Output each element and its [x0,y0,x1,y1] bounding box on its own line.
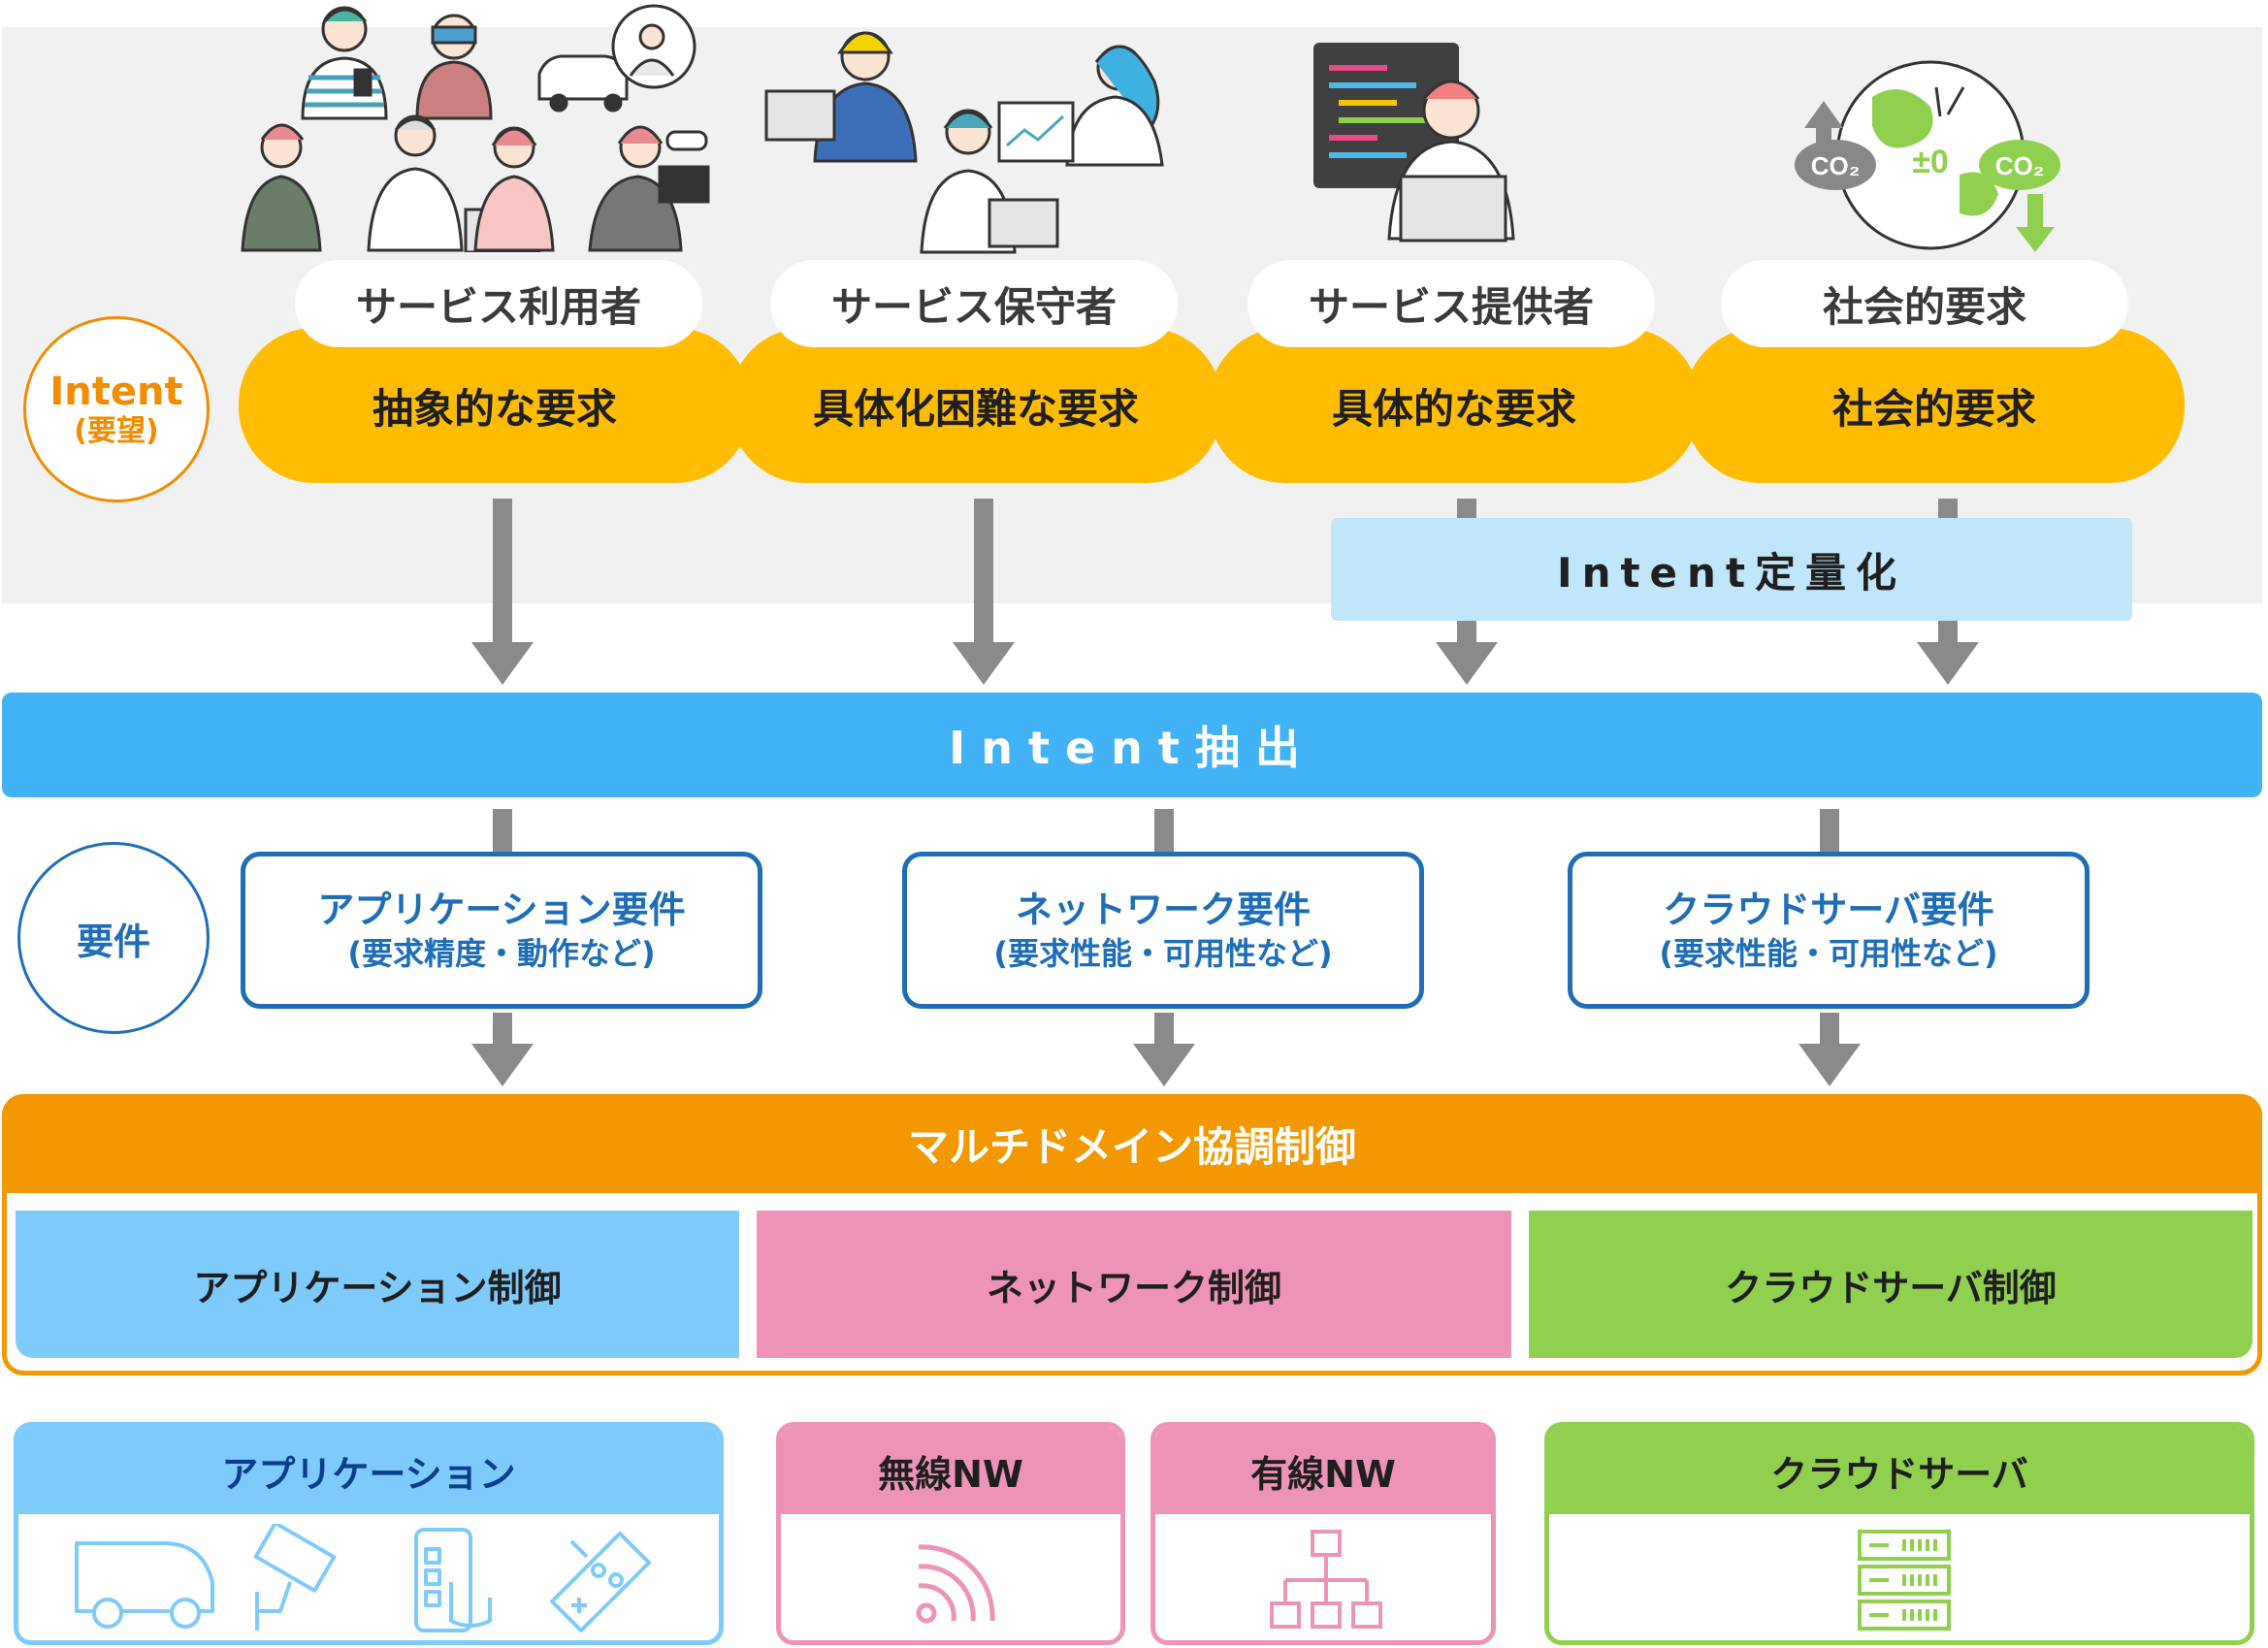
resource-panel-cloud: クラウドサーバ [1544,1422,2254,1645]
requirement-box-application: アプリケーション要件 (要求精度・動作など) [241,852,762,1009]
arrow-stem [493,1013,512,1046]
requirement-detail: (要求性能・可用性など) [1659,935,1998,972]
co2-right-label: CO₂ [1995,151,2045,180]
arrow-head [1798,1044,1861,1086]
request-label: 抽象的な要求 [372,384,617,433]
co2-balance-label: ±0 [1912,144,1949,180]
application-icon-row [75,1524,651,1632]
arrow-stem [974,499,993,644]
arrow-head [1917,642,1979,685]
people-devices-illustration [241,4,710,252]
resource-panel-header: アプリケーション [18,1427,719,1514]
requirement-title: クラウドサーバ要件 [1663,889,1994,931]
quantification-label: Intent定量化 [1556,548,1907,597]
multi-domain-header: マルチドメイン協調制御 [2,1094,2262,1193]
resource-panel-wireless: 無線NW [776,1422,1125,1645]
request-label: 具体的な要求 [1331,384,1576,433]
requirement-title: ネットワーク要件 [1015,889,1311,931]
stakeholder-request-maintainer: 具体化困難な要求 [729,328,1222,483]
intent-extraction-bar: Intent抽出 [2,693,2262,797]
stakeholder-request-provider: 具体的な要求 [1209,328,1700,483]
stakeholder-request-society: 社会的要求 [1684,328,2185,483]
server-rack-icon [1858,1530,1951,1631]
stakeholder-role-user: サービス利用者 [295,260,702,347]
maintainers-illustration [764,31,1164,254]
resource-panel-header: クラウドサーバ [1549,1427,2250,1514]
requirement-box-cloud: クラウドサーバ要件 (要求性能・可用性など) [1568,852,2090,1009]
request-label: 具体化困難な要求 [812,384,1139,433]
arrow-stem [493,499,512,644]
control-cloud-server: クラウドサーバ制御 [1529,1211,2252,1358]
role-label: サービス保守者 [830,282,1117,331]
requirement-box-network: ネットワーク要件 (要求性能・可用性など) [902,852,1424,1009]
game-controller-icon [550,1532,651,1632]
network-tree-icon [1270,1530,1382,1629]
stakeholder-role-maintainer: サービス保守者 [770,260,1178,347]
intent-quantification-box: Intent定量化 [1331,518,2132,621]
intent-badge-subtitle: (要望) [74,414,159,448]
stakeholder-request-user: 抽象的な要求 [239,328,751,483]
intent-badge-title: Intent [49,370,183,414]
extraction-label: Intent抽出 [949,722,1315,774]
arrow-stem [1154,1013,1174,1046]
requirement-title: アプリケーション要件 [317,889,686,931]
stakeholder-role-society: 社会的要求 [1721,260,2128,347]
security-camera-icon [253,1524,337,1631]
control-label: クラウドサーバ制御 [1725,1266,2057,1309]
resource-title: アプリケーション [221,1452,516,1496]
control-label: ネットワーク制御 [986,1266,1281,1309]
requirements-badge-label: 要件 [76,920,150,963]
request-label: 社会的要求 [1831,384,2036,433]
arrow-head [1436,642,1498,685]
multi-domain-title: マルチドメイン協調制御 [907,1122,1356,1171]
resource-title: 無線NW [878,1452,1023,1496]
role-label: サービス提供者 [1308,282,1594,331]
role-label: サービス利用者 [355,282,641,331]
resource-panel-header: 有線NW [1155,1427,1491,1514]
control-application: アプリケーション制御 [16,1211,739,1358]
resource-panel-application: アプリケーション [14,1422,724,1645]
van-icon [75,1541,214,1629]
resource-title: 有線NW [1250,1452,1396,1496]
requirement-detail: (要求精度・動作など) [347,935,656,972]
resource-title: クラウドサーバ [1770,1452,2028,1496]
control-network: ネットワーク制御 [757,1211,1511,1358]
developer-illustration [1313,43,1515,242]
arrow-stem [1820,1013,1839,1046]
arrow-stem [493,809,512,852]
resource-panel-wired: 有線NW [1150,1422,1496,1645]
arrow-head [471,1044,534,1086]
role-label: 社会的要求 [1822,282,2026,331]
co2-earth-illustration: CO₂ ±0 CO₂ [1795,60,2060,252]
requirements-badge: 要件 [17,842,210,1034]
arrow-head [953,642,1015,685]
arrow-head [1133,1044,1195,1086]
arrow-head [471,642,534,685]
wireless-signal-icon [916,1544,995,1624]
resource-panel-header: 無線NW [781,1427,1120,1514]
arrow-stem [1820,809,1839,852]
requirement-detail: (要求性能・可用性など) [993,935,1333,972]
co2-left-label: CO₂ [1811,151,1861,180]
control-label: アプリケーション制御 [193,1266,562,1309]
smartphone-touch-icon [414,1528,492,1632]
arrow-stem [1154,809,1174,852]
intent-badge: Intent (要望) [23,316,210,502]
stakeholder-role-provider: サービス提供者 [1247,260,1655,347]
